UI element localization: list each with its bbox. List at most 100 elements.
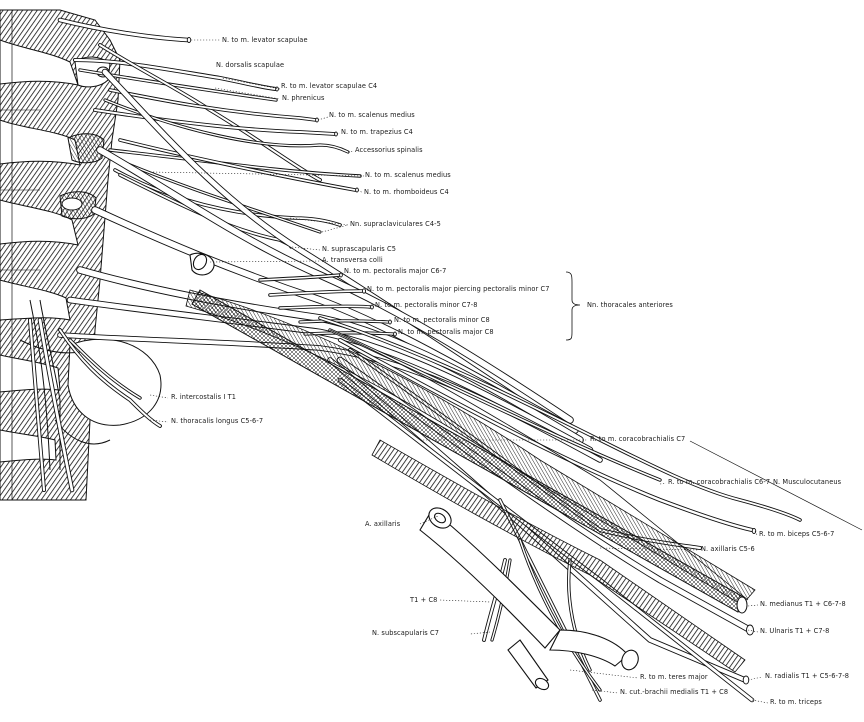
leader-line-21 (754, 530, 758, 536)
label-r-levator-scapulae-c4: R. to m. levator scapulae C4 (281, 82, 377, 90)
leader-line-12 (341, 271, 344, 276)
nerve-strand (37, 317, 75, 493)
label-r-teres-major: R. to m. teres major (640, 673, 708, 681)
label-n-rhomboideus-c4: N. to m. rhomboideus C4 (364, 188, 449, 196)
label-n-phrenicus: N. phrenicus (282, 94, 325, 102)
nerve-r-levator-scapulae (72, 57, 279, 92)
label-n-suprascapularis-c5: N. suprascapularis C5 (322, 245, 396, 253)
label-nn-supraclaviculares: Nn. supraclaviculares C4-5 (350, 220, 441, 228)
leader-line-24 (439, 599, 491, 603)
label-n-thoracalis-longus: N. thoracalis longus C5-6-7 (171, 417, 263, 425)
label-n-subscapularis: N. subscapularis C7 (372, 629, 439, 637)
label-n-pectoralis-major-c6-7: N. to m. pectoralis major C6-7 (344, 267, 446, 275)
nerve-trapezius (93, 108, 337, 136)
nerve-strand (268, 289, 364, 297)
leader-line-8 (289, 217, 349, 226)
nerve-cut-end (355, 187, 359, 193)
nerve-strand (258, 273, 342, 282)
label-n-axillaris: N. axillaris C5-6 (701, 545, 755, 553)
nerve-strand (518, 538, 602, 692)
leader-line-17 (149, 394, 169, 399)
leader-line-7 (357, 189, 364, 194)
label-n-pectoralis-minor-c7-8: N. to m. pectoralis minor C7-8 (375, 301, 478, 309)
plexus-root-1 (101, 68, 564, 424)
leader-line-25 (469, 631, 491, 635)
leader-lines (149, 39, 863, 704)
label-a-transversa-colli: A. transversa colli (322, 256, 383, 264)
leader-line-30 (591, 689, 619, 694)
leader-line-16 (395, 332, 398, 335)
nerve-cut-end (275, 86, 279, 92)
leader-line-4 (336, 132, 341, 135)
label-n-ulnaris: N. Ulnaris T1 + C7-8 (760, 627, 829, 635)
leader-line-11 (209, 260, 321, 263)
label-t1-c8: T1 + C8 (409, 596, 437, 604)
label-n-dorsalis-scapulae: N. dorsalis scapulae (216, 61, 284, 69)
leader-line-2 (214, 87, 281, 100)
nerve-biceps (337, 337, 755, 533)
label-n-musculocutaneus: N. Musculocutaneus (773, 478, 842, 486)
axillary-artery-tubes (189, 252, 639, 691)
label-n-medianus: N. medianus T1 + C6-7-8 (760, 600, 846, 608)
nerve-cut-end (742, 675, 750, 685)
label-n-trapezius-c4: N. to m. trapezius C4 (341, 128, 413, 136)
label-r-coracobrachialis-c7: R. to m. coracobrachialis C7 (590, 435, 685, 443)
leader-line-31 (751, 699, 769, 704)
label-nn-thoracales-anteriores: Nn. thoracales anteriores (587, 301, 673, 309)
leader-line-26 (747, 604, 759, 607)
label-n-cut-brachii-medialis: N. cut.-brachii medialis T1 + C8 (620, 688, 728, 696)
nerve-intercostalis (68, 338, 142, 400)
nerve-strand (113, 168, 342, 227)
nerve-teres-major (567, 558, 592, 672)
nerve-levator-scapulae (57, 17, 191, 43)
label-n-pectoralis-major-c8: N. to m. pectoralis major C8 (398, 328, 494, 336)
leader-line-5 (347, 150, 355, 153)
label-accessorius-spinalis: Accessorius spinalis (355, 146, 423, 154)
nerve-strand (116, 158, 322, 234)
label-n-levator-scapulae: N. to m. levator scapulae (222, 36, 308, 44)
leader-line-3 (317, 116, 329, 121)
label-r-triceps: R. to m. triceps (770, 698, 822, 706)
leader-line-1 (221, 77, 281, 90)
nerve-strand (108, 148, 362, 178)
nerve-strand (303, 331, 395, 336)
label-n-scalenus-medius-upper: N. to m. scalenus medius (329, 111, 415, 119)
nerve-strand (298, 319, 390, 324)
nerve-cut-end (186, 37, 192, 43)
leader-line-14 (372, 305, 375, 308)
nerve-cut-end (370, 304, 374, 310)
nerve-coracobrachialis (318, 316, 802, 522)
nerve-cut-end (315, 117, 319, 123)
nerve-strand (98, 43, 322, 182)
vertebral-column (0, 9, 121, 501)
leader-line-9 (321, 224, 349, 233)
thoracales-bracket (565, 271, 581, 341)
label-n-pectoralis-minor-c8: N. to m. pectoralis minor C8 (394, 316, 490, 324)
leader-line-20 (659, 482, 667, 485)
label-r-biceps: R. to m. biceps C5-6-7 (759, 530, 834, 538)
leader-line-13 (364, 289, 367, 292)
label-n-radialis: N. radialis T1 + C5-6-7-8 (765, 672, 849, 680)
nerve-cut-end (339, 272, 343, 278)
leader-line-18 (149, 419, 169, 423)
label-r-intercostalis-i: R. intercostalis I T1 (171, 393, 236, 401)
nerve-cut-end (362, 288, 366, 294)
nerve-strand (103, 98, 350, 154)
leader-line-15 (390, 320, 394, 323)
nerve-cut-end (388, 319, 392, 325)
nerve-rhomboideus (118, 138, 357, 192)
nerve-scalenus-medius (108, 88, 318, 122)
label-n-scalenus-medius-lower: N. to m. scalenus medius (365, 171, 451, 179)
leader-line-23 (419, 515, 439, 525)
median-nerve-tube (191, 289, 748, 614)
label-a-axillaris: A. axillaris (365, 520, 401, 528)
nerve-strand (328, 328, 662, 482)
nerve-strand (278, 304, 372, 310)
leader-line-29 (569, 669, 639, 679)
nerve-cut-end (334, 131, 338, 137)
labels-layer: N. to m. levator scapulae N. dorsalis sc… (171, 36, 849, 706)
coracobrachialis-guide-line (689, 440, 863, 531)
label-r-coracobrachialis-c6-7: R. to m. coracobrachialis C6-7 (668, 478, 770, 486)
